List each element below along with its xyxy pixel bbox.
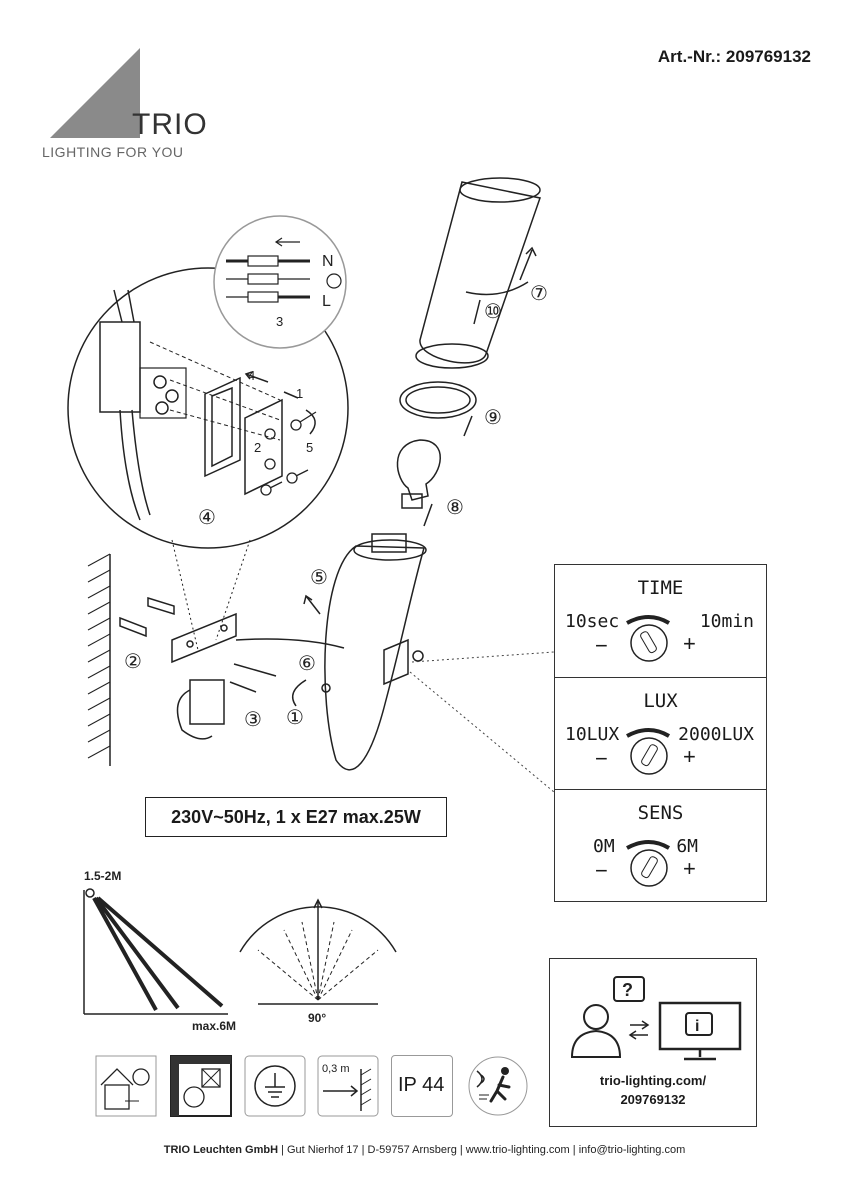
footer-separator: | (281, 1144, 287, 1156)
terminal-n-label: N (322, 253, 334, 270)
footer-website[interactable]: www.trio-lighting.com (465, 1144, 570, 1156)
step-circled-4: ④ (198, 507, 216, 529)
svg-text:?: ? (622, 980, 633, 1000)
setting-min: 10sec (565, 611, 620, 632)
dial-icon (626, 840, 671, 887)
ip44-icon: IP 44 (391, 1055, 453, 1117)
setting-plus: + (683, 744, 696, 769)
setting-time: TIME 10sec 10min − + (555, 565, 766, 677)
no-cover-icon (170, 1055, 232, 1117)
setting-plus: + (683, 856, 696, 881)
setting-min: 0M (593, 836, 615, 857)
detail-step-2: 2 (254, 440, 261, 455)
terminal-detail-circle (213, 215, 347, 349)
ip-rating-label: IP 44 (398, 1074, 445, 1096)
support-box: ? i trio-lighting.com/ 209769132 (549, 958, 757, 1127)
terminal-step-label: 3 (276, 314, 283, 329)
brand-tagline: LIGHTING FOR YOU (42, 144, 184, 160)
footer-address1: Gut Nierhof 17 (287, 1144, 359, 1156)
min-distance-icon: 0,3 m (317, 1055, 379, 1117)
step-circled-3: ③ (244, 709, 262, 731)
setting-sens: SENS 0M 6M − + (555, 789, 766, 902)
step-circled-10: ⑩ (484, 301, 502, 323)
detection-height: 1.5-2M (84, 869, 121, 883)
step-circled-8: ⑧ (446, 497, 464, 519)
article-number: Art.-Nr.: 209769132 (657, 47, 811, 66)
spec-label: 230V~50Hz, 1 x E27 max.25W (145, 797, 447, 837)
footer-email[interactable]: info@trio-lighting.com (578, 1144, 686, 1156)
motion-sensor-icon (468, 1056, 528, 1116)
terminal-l-label: L (322, 293, 331, 310)
support-url[interactable]: trio-lighting.com/ (599, 1073, 707, 1088)
detection-angle: 90° (308, 1011, 326, 1025)
support-article: 209769132 (620, 1092, 686, 1107)
dial-icon (626, 728, 671, 775)
dial-icon (626, 615, 671, 662)
step-circled-2: ② (124, 651, 142, 673)
distance-label: 0,3 m (322, 1063, 350, 1075)
step-circled-9: ⑨ (484, 407, 502, 429)
earth-ground-icon (244, 1055, 306, 1117)
setting-max: 6M (676, 836, 698, 857)
detail-step-4: 4 (248, 368, 255, 383)
logo-triangle-icon (50, 48, 140, 138)
detection-range: max.6M (192, 1019, 236, 1033)
step-circled-6: ⑥ (298, 653, 316, 675)
footer-separator: | (572, 1144, 579, 1156)
detail-step-1: 1 (296, 386, 303, 401)
brand-name: TRIO (132, 108, 208, 141)
footer-address2: D-59757 Arnsberg (367, 1144, 457, 1156)
detail-circle (67, 267, 349, 549)
help-info-icon: ? i (570, 976, 742, 1061)
setting-plus: + (683, 631, 696, 656)
setting-title: LUX (643, 690, 678, 712)
footer-separator: | (459, 1144, 466, 1156)
step-circled-1: ① (286, 707, 304, 729)
step-circled-5: ⑤ (310, 567, 328, 589)
detail-step-5: 5 (306, 440, 313, 455)
setting-minus: − (595, 746, 608, 771)
setting-min: 10LUX (565, 724, 620, 745)
setting-minus: − (595, 633, 608, 658)
trio-logo: TRIO LIGHTING FOR YOU (40, 40, 240, 170)
indoor-outdoor-icon (95, 1055, 157, 1117)
setting-max: 2000LUX (678, 724, 754, 745)
setting-max: 10min (699, 611, 754, 632)
setting-title: TIME (637, 577, 684, 599)
setting-title: SENS (637, 802, 684, 824)
footer-separator: | (361, 1144, 368, 1156)
footer-company: TRIO Leuchten GmbH (163, 1144, 279, 1156)
settings-panel: TIME 10sec 10min − + LUX 10LUX 2000LUX −… (554, 564, 767, 902)
setting-lux: LUX 10LUX 2000LUX − + (555, 677, 766, 790)
svg-text:i: i (695, 1018, 699, 1035)
setting-minus: − (595, 858, 608, 883)
step-circled-7: ⑦ (530, 283, 548, 305)
footer: TRIO Leuchten GmbH | Gut Nierhof 17 | D-… (0, 1144, 849, 1156)
